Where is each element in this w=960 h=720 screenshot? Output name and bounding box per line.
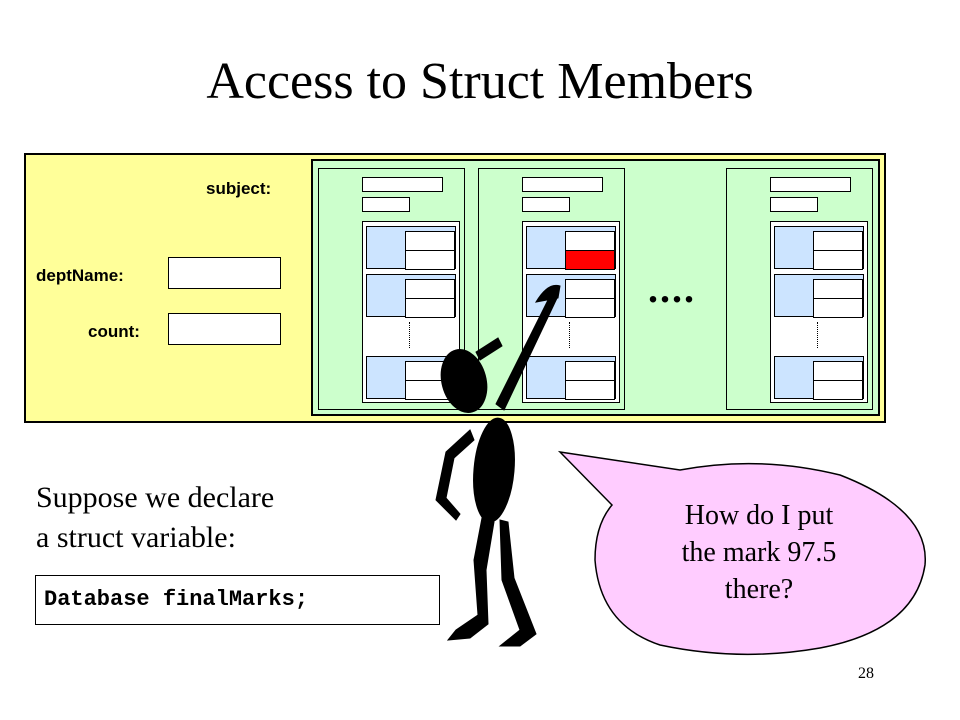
mark-record <box>366 356 456 400</box>
marks-list <box>770 221 868 403</box>
count-field <box>168 313 281 345</box>
mark-cell <box>565 380 615 400</box>
mark-cell <box>405 298 455 318</box>
continuation-dots <box>569 322 570 348</box>
mark-record <box>774 226 864 270</box>
count-label: count: <box>88 322 140 341</box>
deptname-label: deptName: <box>36 266 124 285</box>
speech-bubble-text: How do I put the mark 97.5 there? <box>598 497 920 608</box>
mark-record <box>366 226 456 270</box>
speech-line-1: How do I put <box>684 500 834 531</box>
marks-list <box>362 221 460 403</box>
mark-cell <box>405 250 455 270</box>
more-subjects-ellipsis: .... <box>648 266 696 311</box>
body-text-line-1: Suppose we declare <box>36 481 275 514</box>
subject-label: subject: <box>206 179 272 198</box>
mark-cell <box>813 298 863 318</box>
subject-card <box>478 168 625 410</box>
mark-cell <box>813 250 863 270</box>
continuation-dots <box>817 322 818 348</box>
mark-record <box>526 226 616 270</box>
speech-bubble <box>557 450 926 656</box>
speech-line-3: there? <box>724 574 794 605</box>
subject-code-field <box>770 177 851 192</box>
body-text-line-2: a struct variable: <box>36 521 236 554</box>
mark-record <box>774 356 864 400</box>
mark-record <box>366 274 456 318</box>
code-declaration: Database finalMarks; <box>35 575 440 625</box>
subject-name-field <box>522 197 570 212</box>
mark-cell <box>813 380 863 400</box>
speech-line-2: the mark 97.5 <box>681 537 837 568</box>
subject-code-field <box>522 177 603 192</box>
page-number: 28 <box>858 665 874 682</box>
mark-cell <box>565 298 615 318</box>
stick-figure-icon <box>435 284 561 647</box>
subject-code-field <box>362 177 443 192</box>
mark-record <box>774 274 864 318</box>
body-text: Suppose we declare a struct variable: <box>36 478 274 558</box>
mark-record <box>526 356 616 400</box>
marks-list <box>522 221 620 403</box>
subject-card <box>318 168 465 410</box>
deptname-field <box>168 257 281 289</box>
highlighted-mark-cell <box>565 250 615 270</box>
subject-name-field <box>770 197 818 212</box>
slide-title: Access to Struct Members <box>206 53 754 110</box>
subject-card <box>726 168 873 410</box>
continuation-dots <box>409 322 410 348</box>
subject-name-field <box>362 197 410 212</box>
